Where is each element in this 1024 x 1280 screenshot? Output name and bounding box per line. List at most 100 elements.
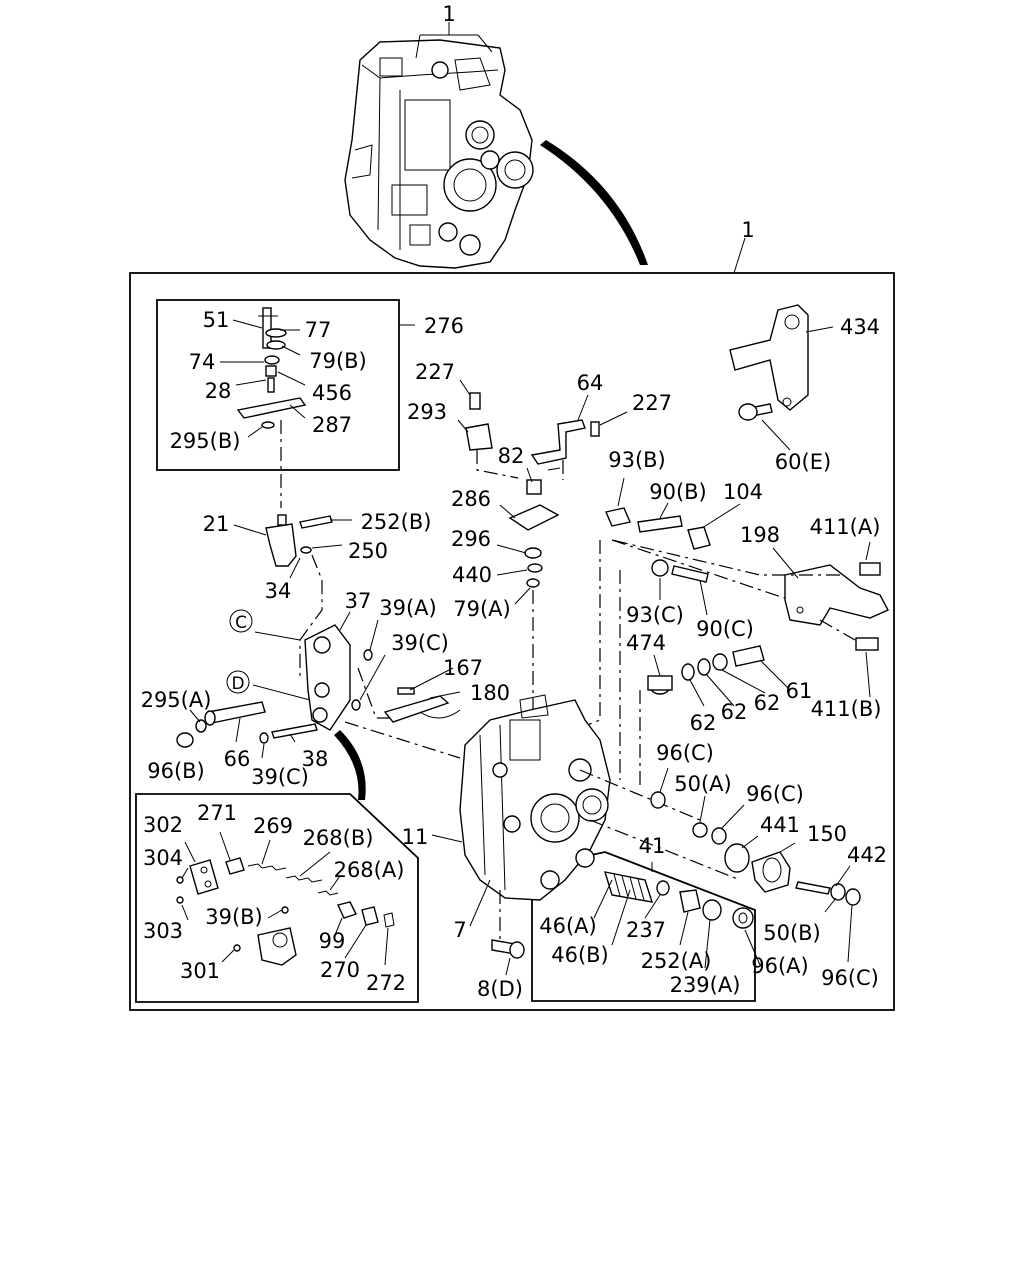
callout-1-top: 1 [442, 2, 455, 26]
callout-237: 237 [626, 918, 666, 942]
callout-46a: 46(A) [539, 914, 596, 938]
callout-96a: 96(A) [751, 954, 808, 978]
callout-167: 167 [443, 656, 483, 680]
marker-c-label: C [235, 613, 247, 633]
callout-295b: 295(B) [170, 429, 241, 453]
callout-64: 64 [577, 371, 604, 395]
callout-272: 272 [366, 971, 406, 995]
callout-456: 456 [312, 381, 352, 405]
callout-96b: 96(B) [147, 759, 205, 783]
callout-37: 37 [345, 589, 372, 613]
callout-296: 296 [451, 527, 491, 551]
callout-474: 474 [626, 631, 666, 655]
callout-38: 38 [302, 747, 329, 771]
callout-250: 250 [348, 539, 388, 563]
main-frame [129, 272, 895, 1011]
callout-90c: 90(C) [696, 617, 754, 641]
top-assembly-drawing [344, 34, 534, 269]
callout-268a: 268(A) [334, 858, 405, 882]
link-180 [383, 687, 461, 723]
callout-269: 269 [253, 814, 293, 838]
callout-96c-c: 96(C) [821, 966, 879, 990]
callout-60e: 60(E) [775, 450, 831, 474]
bracket-198 [784, 562, 889, 651]
callout-295a: 295(A) [141, 688, 212, 712]
callout-51: 51 [203, 308, 230, 332]
callout-50b: 50(B) [763, 921, 821, 945]
callout-96c-a: 96(C) [656, 741, 714, 765]
callout-39b: 39(B) [205, 905, 263, 929]
callout-62c: 62 [754, 691, 781, 715]
callout-11: 11 [402, 825, 429, 849]
bracket-434 [729, 304, 809, 421]
callout-442: 442 [847, 843, 887, 867]
callout-8d: 8(D) [477, 977, 523, 1001]
callout-96c-b: 96(C) [746, 782, 804, 806]
callout-21: 21 [203, 512, 230, 536]
callout-62a: 62 [690, 711, 717, 735]
callout-286: 286 [451, 487, 491, 511]
callout-227b: 227 [632, 391, 672, 415]
callout-62b: 62 [721, 700, 748, 724]
subframe-276 [156, 299, 400, 471]
callout-93c: 93(C) [626, 603, 684, 627]
marker-d [226, 670, 250, 694]
callout-227a: 227 [415, 360, 455, 384]
screws-90b [605, 507, 711, 550]
callout-287: 287 [312, 413, 352, 437]
washers-62 [681, 645, 765, 681]
callout-304: 304 [143, 846, 183, 870]
callout-268b: 268(B) [303, 826, 374, 850]
callout-150: 150 [807, 822, 847, 846]
callout-434: 434 [840, 315, 880, 339]
callout-270: 270 [320, 958, 360, 982]
callout-labels: 1 1 51 77 79(B) 74 28 456 287 295(B) 276… [141, 2, 887, 1001]
marker-d-label: D [231, 674, 244, 694]
callout-90b: 90(B) [649, 480, 707, 504]
spring-kit-parts [176, 857, 395, 966]
leader-line [733, 237, 746, 274]
callout-271: 271 [197, 801, 237, 825]
seals-right [650, 791, 861, 906]
callout-82: 82 [498, 444, 525, 468]
subframe-spring-kit [135, 793, 419, 1003]
curved-arrow-icon [540, 140, 648, 265]
curved-arrow-icon [334, 730, 366, 800]
callout-440: 440 [452, 563, 492, 587]
callout-239a: 239(A) [670, 973, 741, 997]
callout-79b: 79(B) [309, 349, 367, 373]
leader-lines-276 [220, 319, 306, 438]
callout-77: 77 [305, 318, 332, 342]
governor-housing-11 [459, 694, 611, 901]
callout-79a: 79(A) [453, 597, 510, 621]
callout-252b: 252(B) [361, 510, 432, 534]
callout-7: 7 [453, 918, 466, 942]
bracket-21 [265, 514, 333, 567]
callout-411a: 411(A) [810, 515, 881, 539]
callout-441: 441 [760, 813, 800, 837]
callout-39a: 39(A) [379, 596, 436, 620]
callout-302: 302 [143, 813, 183, 837]
callout-293: 293 [407, 400, 447, 424]
callout-93b: 93(B) [608, 448, 666, 472]
callout-46b: 46(B) [551, 943, 609, 967]
callout-34: 34 [265, 579, 292, 603]
callout-180: 180 [470, 681, 510, 705]
callout-39c-top: 39(C) [391, 631, 449, 655]
bolt-8d [491, 939, 525, 959]
fitting-474 [647, 675, 673, 695]
callout-66: 66 [224, 747, 251, 771]
callout-276: 276 [424, 314, 464, 338]
marker-c [229, 609, 253, 633]
callout-198: 198 [740, 523, 780, 547]
callout-301: 301 [180, 959, 220, 983]
callout-39c-bot: 39(C) [251, 765, 309, 789]
callout-41: 41 [639, 834, 666, 858]
callout-99: 99 [319, 929, 346, 953]
lever-assembly-276 [236, 307, 307, 429]
callout-50a: 50(A) [674, 772, 731, 796]
callout-28: 28 [205, 379, 232, 403]
callout-61: 61 [786, 679, 813, 703]
lever-37 [304, 624, 373, 731]
